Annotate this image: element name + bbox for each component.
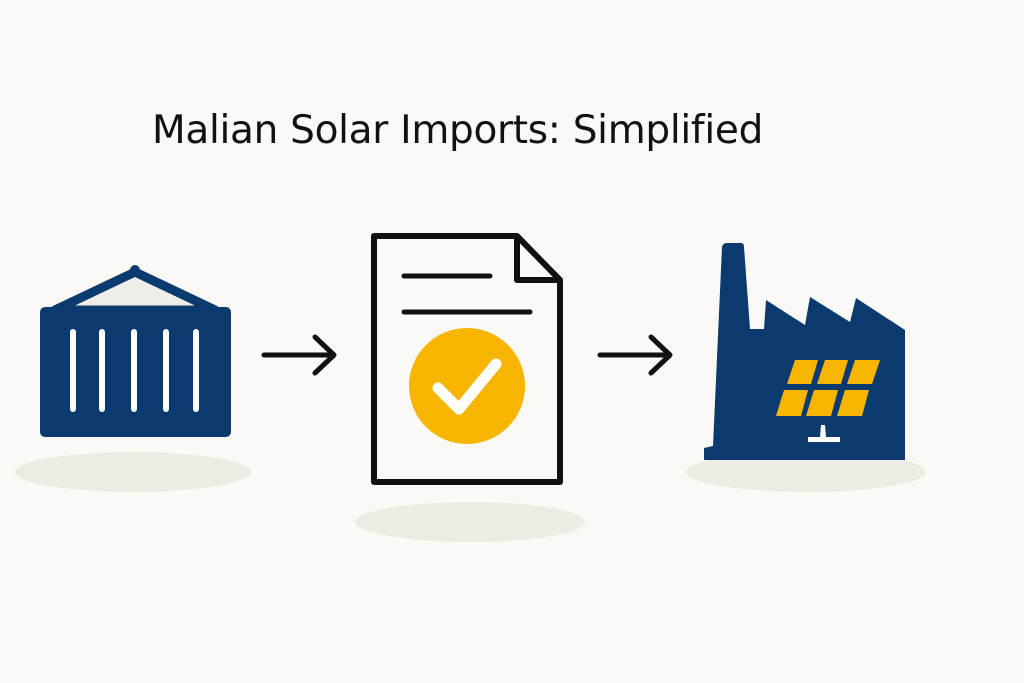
container-roof (50, 267, 220, 315)
factory-shadow (686, 452, 926, 492)
solar-panel-icon (776, 360, 880, 416)
container-stripes (70, 329, 199, 412)
arrow-right-icon (597, 334, 673, 376)
diagram-title: Malian Solar Imports: Simplified (152, 108, 764, 153)
container-shadow (15, 452, 251, 492)
approved-document-icon (355, 233, 585, 542)
factory-building (704, 243, 905, 460)
arrow-right-icon (261, 334, 337, 376)
approval-badge (409, 328, 525, 444)
shipping-container-icon (15, 265, 251, 492)
checkmark-icon (432, 358, 502, 415)
document-shadow (355, 502, 585, 542)
panel-stand (808, 425, 840, 442)
container-hook (130, 265, 140, 275)
document-fold (514, 236, 560, 283)
solar-factory-icon (686, 243, 926, 492)
